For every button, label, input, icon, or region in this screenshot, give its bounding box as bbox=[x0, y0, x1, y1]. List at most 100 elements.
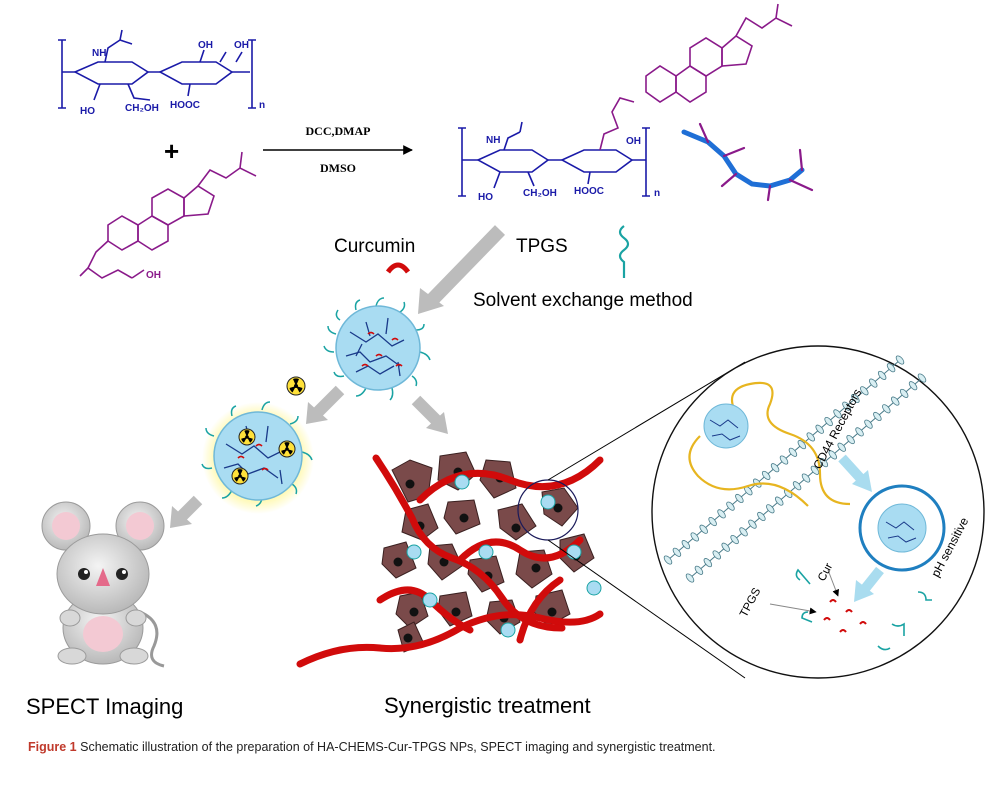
lipid-head bbox=[828, 450, 837, 460]
lipid-head bbox=[846, 434, 855, 445]
lipid-head bbox=[770, 463, 780, 473]
arrow-to-tumor-head bbox=[426, 412, 448, 434]
solvent-exchange-label: Solvent exchange method bbox=[473, 290, 693, 311]
arrow-to-mouse-head bbox=[170, 506, 192, 528]
cellular-uptake-inset: CD44 Receptors pH sensitive Cur TPGS bbox=[651, 345, 985, 679]
lipid-head bbox=[792, 481, 802, 491]
lipid-head bbox=[761, 470, 771, 480]
lipid-head bbox=[775, 496, 784, 506]
lipid-head bbox=[779, 455, 789, 465]
lipid-head bbox=[908, 381, 918, 391]
lipid-head bbox=[860, 386, 869, 396]
nanoparticle bbox=[323, 297, 431, 401]
product-oh-label: OH bbox=[626, 136, 641, 147]
release-arrow bbox=[860, 566, 884, 594]
lipid-head bbox=[739, 527, 748, 537]
arrow-to-labeled-np bbox=[313, 385, 345, 417]
lipid-head bbox=[788, 447, 798, 457]
product-hooc-label: HOOC bbox=[574, 186, 604, 197]
ha-chems-product-structure: NH OH HO CH₂OH HOOC n bbox=[458, 3, 793, 203]
tumor-tissue bbox=[296, 451, 604, 668]
lipid-head bbox=[730, 534, 739, 545]
arrow-to-tumor bbox=[411, 395, 441, 425]
lipid-head bbox=[899, 388, 909, 398]
lipid-head bbox=[735, 493, 744, 504]
arrow-to-mouse bbox=[177, 495, 203, 521]
lipid-head bbox=[721, 542, 730, 552]
lipid-head bbox=[815, 424, 824, 434]
tpgs-icon bbox=[618, 225, 630, 278]
caption-text: Schematic illustration of the preparatio… bbox=[80, 740, 716, 754]
product-ho-label: HO bbox=[478, 192, 493, 203]
inset-np-endosome bbox=[877, 503, 927, 553]
lipid-head bbox=[869, 378, 878, 388]
lipid-head bbox=[797, 440, 807, 450]
synergistic-treatment-label: Synergistic treatment bbox=[384, 693, 591, 718]
lipid-head bbox=[891, 396, 900, 406]
lipid-head bbox=[726, 501, 735, 511]
lipid-head bbox=[685, 573, 695, 583]
uptake-arrow bbox=[838, 454, 866, 484]
ha-oh-label-1: OH bbox=[198, 40, 213, 51]
lipid-head bbox=[672, 547, 682, 557]
lipid-head bbox=[877, 370, 887, 380]
lipid-head bbox=[895, 355, 905, 365]
product-n-label: n bbox=[654, 188, 660, 199]
lipid-head bbox=[882, 404, 891, 414]
mouse-illustration bbox=[41, 501, 165, 668]
lipid-head bbox=[712, 550, 721, 560]
cd44-receptor-2 bbox=[688, 435, 809, 507]
ha-structure bbox=[58, 29, 256, 109]
ha-ho-label: HO bbox=[80, 106, 95, 117]
product-ch2oh-label: CH₂OH bbox=[523, 188, 557, 199]
lipid-head bbox=[864, 419, 873, 429]
ha-hooc-label: HOOC bbox=[170, 100, 200, 111]
ha-nh-label: NH bbox=[92, 48, 106, 59]
ha-n-label: n bbox=[259, 100, 265, 111]
lipid-head bbox=[819, 458, 829, 468]
zoom-line-top bbox=[547, 361, 746, 481]
reagent-dcc-dmap: DCC,DMAP bbox=[306, 124, 371, 138]
released-curcumin bbox=[823, 599, 867, 633]
lipid-head bbox=[681, 540, 691, 550]
lipid-head bbox=[663, 555, 673, 565]
lipid-head bbox=[917, 373, 927, 383]
lipid-head bbox=[806, 432, 815, 442]
figure-label: Figure 1 bbox=[28, 740, 77, 754]
lipid-head bbox=[699, 524, 708, 534]
lipid-head bbox=[833, 409, 842, 419]
lipid-head bbox=[842, 401, 851, 411]
radioactive-icon bbox=[286, 376, 306, 396]
lipid-head bbox=[837, 442, 846, 452]
plus-sign: + bbox=[164, 136, 179, 166]
ha-oh-label-2: OH bbox=[234, 40, 249, 51]
lipid-head bbox=[886, 363, 896, 373]
lipid-head bbox=[757, 511, 766, 522]
arrow-to-labeled-np-head bbox=[306, 402, 328, 424]
reagent-dmso: DMSO bbox=[320, 161, 356, 175]
lipid-head bbox=[801, 473, 811, 483]
spect-imaging-label: SPECT Imaging bbox=[26, 694, 183, 719]
lipid-head bbox=[766, 504, 775, 514]
process-arrow-down bbox=[426, 225, 506, 305]
cd44-receptor-1 bbox=[730, 381, 851, 506]
lipid-head bbox=[694, 565, 704, 575]
product-nh-label: NH bbox=[486, 135, 500, 146]
inset-np-surface bbox=[703, 403, 749, 449]
chems-oh-label: OH bbox=[146, 270, 161, 281]
curcumin-icon bbox=[385, 262, 411, 274]
chems-structure bbox=[79, 151, 257, 279]
radiolabeled-nanoparticle bbox=[201, 401, 314, 514]
lipid-head bbox=[873, 411, 882, 422]
lipid-head bbox=[824, 416, 833, 427]
lipid-head bbox=[708, 516, 717, 527]
curcumin-label: Curcumin bbox=[334, 236, 415, 257]
lipid-head bbox=[748, 519, 757, 529]
ha-ch2oh-label: CH₂OH bbox=[125, 103, 159, 114]
lipid-head bbox=[810, 465, 820, 475]
lipid-head bbox=[717, 509, 726, 519]
lipid-head bbox=[851, 393, 860, 404]
figure-caption: Figure 1 Schematic illustration of the p… bbox=[28, 740, 978, 754]
lipid-head bbox=[855, 427, 864, 437]
